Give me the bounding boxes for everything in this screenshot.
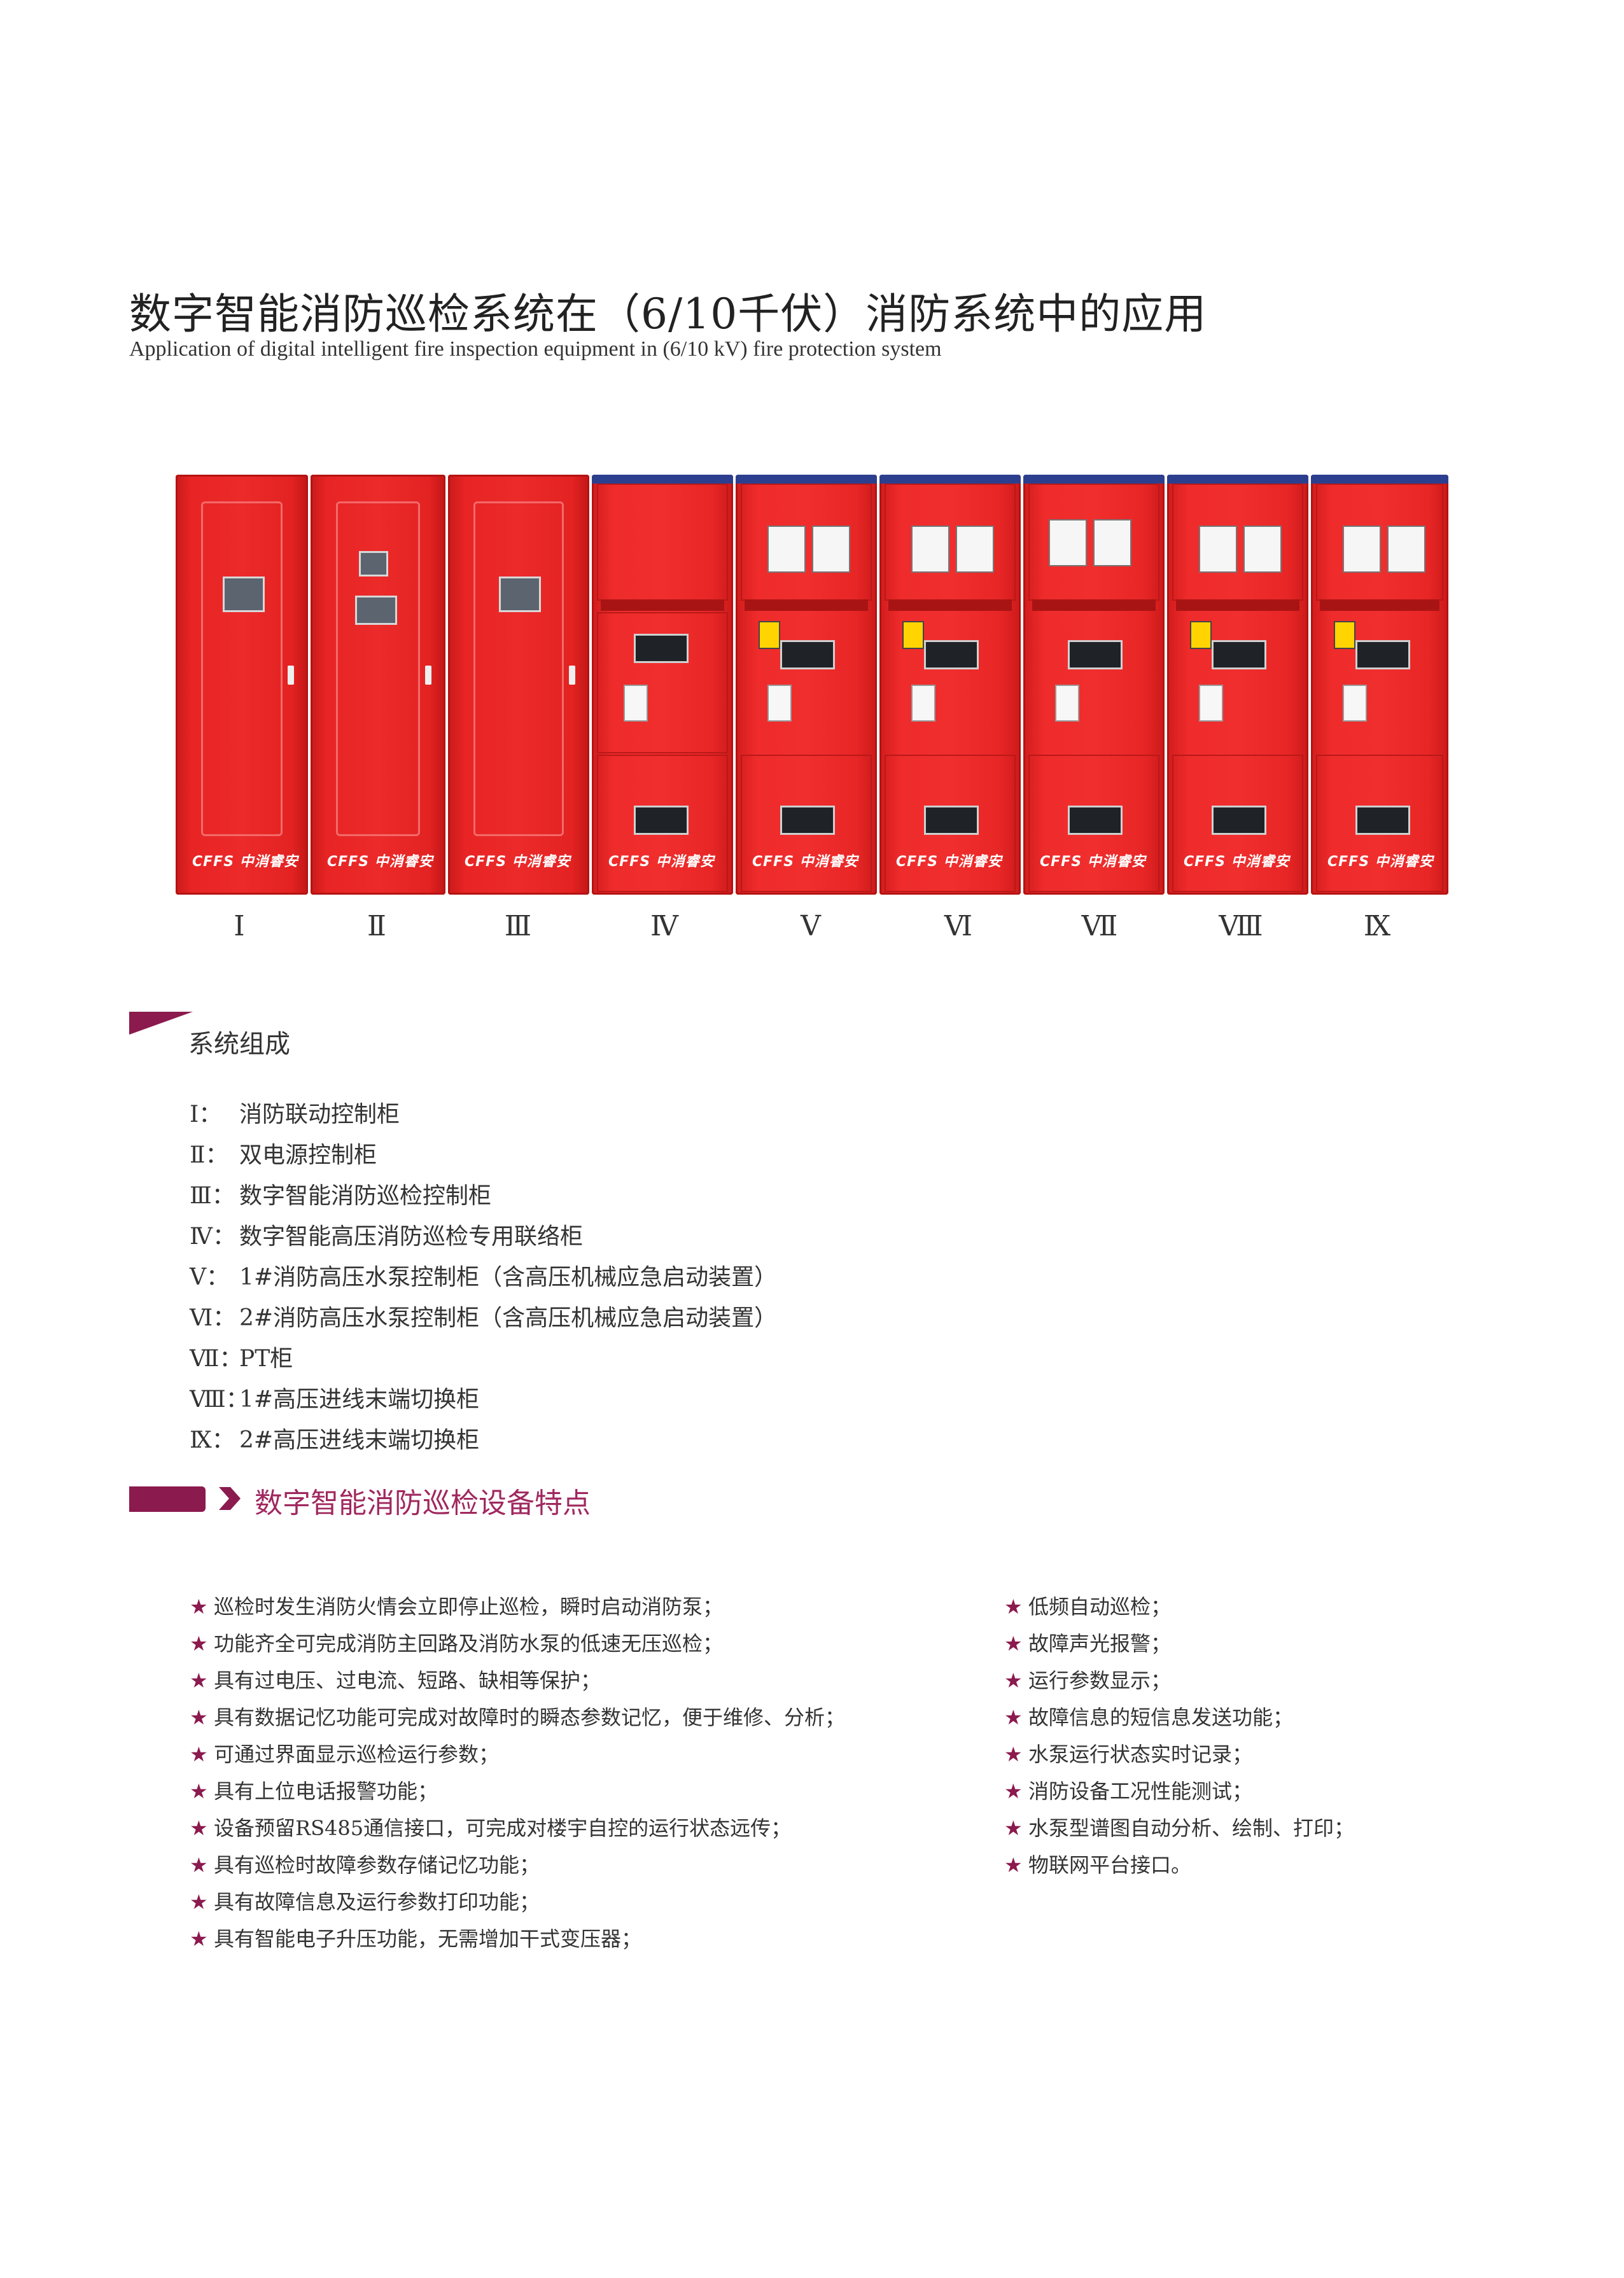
cabinet-lineup-image: CFFS 中消睿安 CFFS 中消睿安 CFFS 中消睿安 CFFS 中消睿安 <box>176 475 1448 895</box>
star-icon: ★ <box>190 1779 208 1803</box>
feature-item: ★具有智能电子升压功能，无需增加干式变压器； <box>190 1927 642 1951</box>
cabinet-logo: CFFS 中消睿安 <box>752 854 858 870</box>
star-icon: ★ <box>190 1668 208 1693</box>
cabinet-5: CFFS 中消睿安 <box>736 475 877 895</box>
list-item: Ⅱ：双电源控制柜 <box>190 1142 377 1168</box>
cabinet-label-1: Ⅰ <box>234 910 245 942</box>
star-icon: ★ <box>1004 1779 1023 1803</box>
feature-item: ★功能齐全可完成消防主回路及消防水泵的低速无压巡检； <box>190 1632 724 1656</box>
feature-item: ★具有过电压、过电流、短路、缺相等保护； <box>190 1668 601 1693</box>
star-icon: ★ <box>1004 1705 1023 1729</box>
star-icon: ★ <box>190 1816 208 1840</box>
feature-item: ★故障声光报警； <box>1004 1632 1172 1656</box>
star-icon: ★ <box>1004 1668 1023 1693</box>
star-icon: ★ <box>190 1890 208 1914</box>
page-subtitle: Application of digital intelligent fire … <box>129 337 942 361</box>
feature-item: ★低频自动巡检； <box>1004 1595 1172 1619</box>
list-item: Ⅵ：2#消防高压水泵控制柜（含高压机械应急启动装置） <box>190 1305 778 1331</box>
star-icon: ★ <box>1004 1632 1023 1656</box>
feature-item: ★水泵型谱图自动分析、绘制、打印； <box>1004 1816 1355 1840</box>
section-title-features: 数字智能消防巡检设备特点 <box>255 1487 591 1520</box>
cabinet-logo: CFFS 中消睿安 <box>896 854 1002 870</box>
cabinet-9: CFFS 中消睿安 <box>1311 475 1448 895</box>
feature-item: ★具有上位电话报警功能； <box>190 1779 438 1803</box>
list-item: Ⅶ：PT柜 <box>190 1346 293 1372</box>
feature-item: ★消防设备工况性能测试； <box>1004 1779 1253 1803</box>
feature-item: ★巡检时发生消防火情会立即停止巡检，瞬时启动消防泵； <box>190 1595 724 1619</box>
star-icon: ★ <box>190 1705 208 1729</box>
star-icon: ★ <box>190 1742 208 1766</box>
cabinet-label-9: Ⅸ <box>1363 910 1391 942</box>
cabinet-logo: CFFS 中消睿安 <box>1327 854 1434 870</box>
cabinet-logo: CFFS 中消睿安 <box>1040 854 1146 870</box>
feature-item: ★故障信息的短信息发送功能； <box>1004 1705 1294 1729</box>
cabinet-4: CFFS 中消睿安 <box>592 475 733 895</box>
star-icon: ★ <box>1004 1853 1023 1877</box>
chevron-right-icon <box>219 1487 241 1510</box>
cabinet-2: CFFS 中消睿安 <box>311 475 445 895</box>
cabinet-label-8: Ⅷ <box>1219 910 1263 942</box>
list-item: Ⅳ：数字智能高压消防巡检专用联络柜 <box>190 1224 584 1250</box>
star-icon: ★ <box>1004 1816 1023 1840</box>
list-item: Ⅴ：1#消防高压水泵控制柜（含高压机械应急启动装置） <box>190 1264 778 1290</box>
page-title: 数字智能消防巡检系统在（6/10千伏）消防系统中的应用 <box>129 290 1207 339</box>
list-item: Ⅸ：2#高压进线末端切换柜 <box>190 1427 480 1453</box>
section-marker-bar <box>129 1486 206 1512</box>
star-icon: ★ <box>1004 1595 1023 1619</box>
cabinet-label-4: Ⅳ <box>650 910 678 942</box>
cabinet-label-5: Ⅴ <box>801 910 821 942</box>
list-item: Ⅲ：数字智能消防巡检控制柜 <box>190 1183 492 1209</box>
cabinet-label-2: Ⅱ <box>367 910 386 942</box>
list-item: Ⅷ：1#高压进线末端切换柜 <box>190 1387 480 1413</box>
section-title-composition: 系统组成 <box>188 1030 290 1059</box>
cabinet-label-7: Ⅶ <box>1081 910 1118 942</box>
feature-item: ★具有故障信息及运行参数打印功能； <box>190 1890 540 1914</box>
feature-item: ★物联网平台接口。 <box>1004 1853 1192 1877</box>
feature-item: ★运行参数显示； <box>1004 1668 1172 1693</box>
feature-item: ★可通过界面显示巡检运行参数； <box>190 1742 500 1766</box>
star-icon: ★ <box>190 1595 208 1619</box>
feature-item: ★具有数据记忆功能可完成对故障时的瞬态参数记忆，便于维修、分析； <box>190 1705 846 1729</box>
cabinet-3: CFFS 中消睿安 <box>448 475 589 895</box>
cabinet-label-6: Ⅵ <box>944 910 973 942</box>
cabinet-logo: CFFS 中消睿安 <box>192 854 298 870</box>
feature-item: ★水泵运行状态实时记录； <box>1004 1742 1253 1766</box>
list-item: Ⅰ：消防联动控制柜 <box>190 1101 400 1128</box>
cabinet-label-3: Ⅲ <box>504 910 532 942</box>
cabinet-8: CFFS 中消睿安 <box>1167 475 1308 895</box>
cabinet-logo: CFFS 中消睿安 <box>1184 854 1290 870</box>
star-icon: ★ <box>190 1853 208 1877</box>
cabinet-logo: CFFS 中消睿安 <box>327 854 433 870</box>
cabinet-1: CFFS 中消睿安 <box>176 475 308 895</box>
feature-item: ★具有巡检时故障参数存储记忆功能； <box>190 1853 540 1877</box>
star-icon: ★ <box>1004 1742 1023 1766</box>
cabinet-7: CFFS 中消睿安 <box>1023 475 1165 895</box>
cabinet-6: CFFS 中消睿安 <box>879 475 1021 895</box>
feature-item: ★设备预留RS485通信接口，可完成对楼宇自控的运行状态远传； <box>190 1816 792 1840</box>
cabinet-logo: CFFS 中消睿安 <box>608 854 715 870</box>
cabinet-logo: CFFS 中消睿安 <box>465 854 571 870</box>
section-marker-triangle <box>129 1012 193 1035</box>
star-icon: ★ <box>190 1632 208 1656</box>
star-icon: ★ <box>190 1927 208 1951</box>
